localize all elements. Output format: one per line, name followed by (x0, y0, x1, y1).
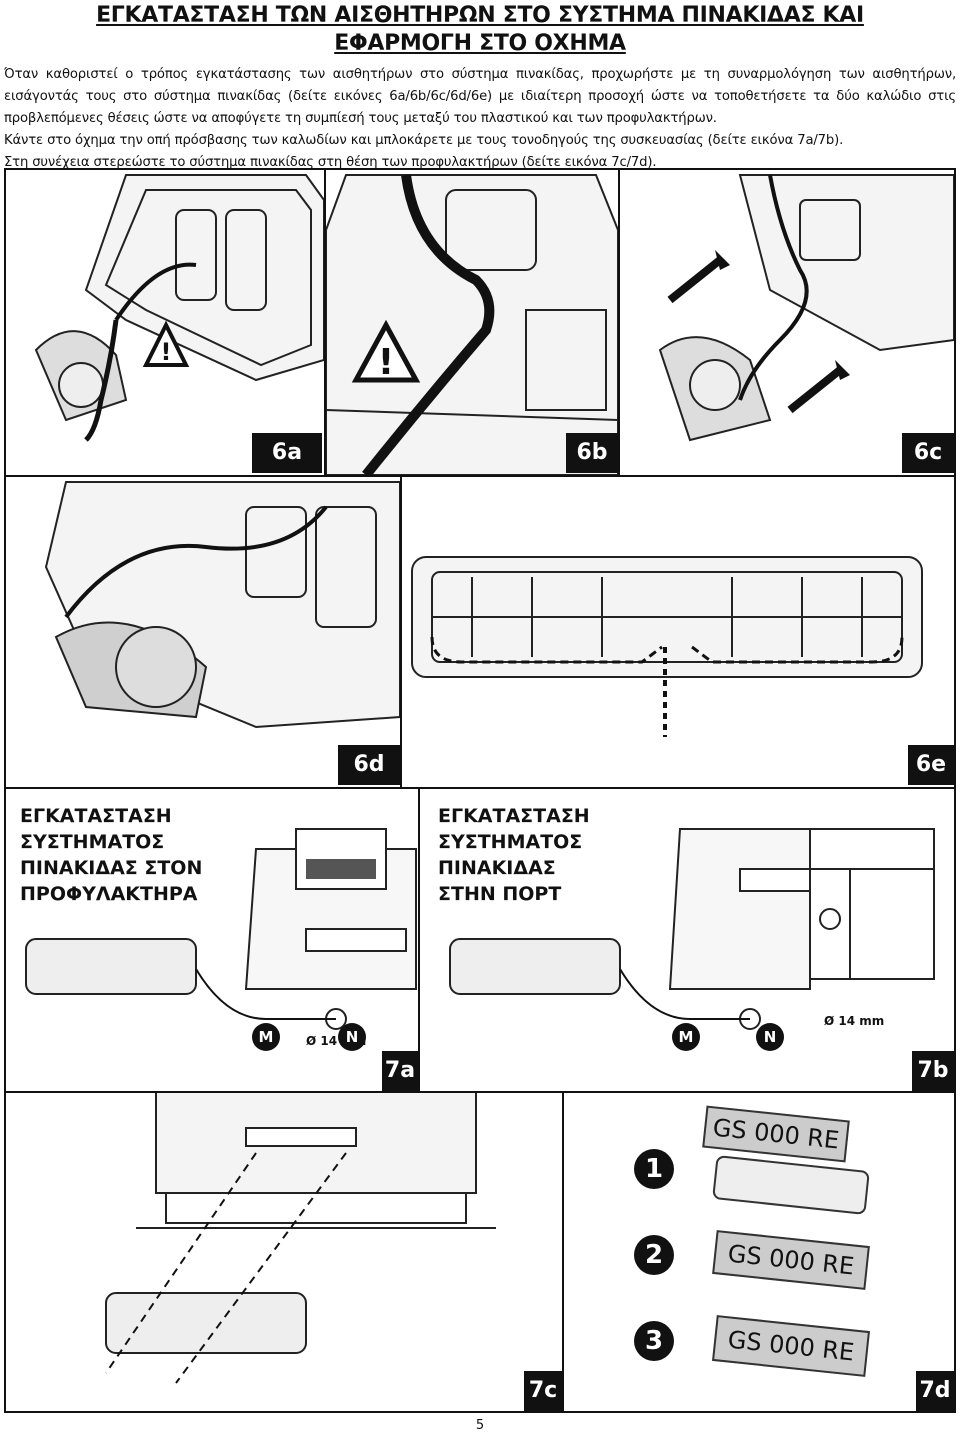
col-divider-6de (400, 477, 402, 787)
figure-label-6d: 6d (338, 745, 400, 785)
plate-1: GS 000 RE (702, 1105, 850, 1163)
bumper-mount-illustration-7c (105, 1093, 496, 1384)
svg-text:!: ! (378, 342, 394, 383)
col-divider-7ab (418, 789, 420, 1091)
figure-7d: 1 2 3 GS 000 RE GS 000 RE GS 000 RE 7d (564, 1093, 954, 1413)
col-divider-6ab (324, 170, 326, 475)
plate-3-text: GS 000 RE (726, 1325, 856, 1367)
col-divider-7cd (562, 1093, 564, 1413)
row-divider-1 (6, 475, 954, 477)
sensor-clip-illustration-6c (658, 174, 954, 442)
figure-6b: ! 6b (326, 170, 618, 475)
figure-label-7d: 7d (916, 1371, 954, 1411)
figure-label-6e: 6e (908, 745, 954, 785)
sensor-cable-illustration-6b: ! (326, 174, 618, 475)
page-number: 5 (475, 1418, 485, 1433)
plate-1-text: GS 000 RE (711, 1113, 841, 1155)
title-line-2: ΕΦΑΡΜΟΓΗ ΣΤΟ ΟΧΗΜΑ (334, 31, 626, 56)
connector-m-7b: M (672, 1023, 700, 1051)
figure-label-7a: 7a (382, 1051, 418, 1091)
bumper-install-illustration (25, 828, 417, 1030)
heading-line: ΣΥΣΤΗΜΑΤΟΣ (438, 831, 583, 853)
page-title: ΕΓΚΑΤΑΣΤΑΣΗ ΤΩΝ ΑΙΣΘΗΤΗΡΩΝ ΣΤΟ ΣΥΣΤΗΜΑ Π… (0, 2, 960, 58)
heading-line: ΣΤΗΝ ΠΟΡΤ (438, 883, 562, 905)
intro-paragraph-3: Στη συνέχεια στερεώστε το σύστημα πινακί… (4, 155, 657, 170)
figure-label-7b: 7b (912, 1051, 954, 1091)
plate-2: GS 000 RE (712, 1230, 870, 1290)
heading-line: ΣΥΣΤΗΜΑΤΟΣ (20, 831, 165, 853)
install-bumper-heading: ΕΓΚΑΤΑΣΤΑΣΗ ΣΥΣΤΗΜΑΤΟΣ ΠΙΝΑΚΙΔΑΣ ΣΤΟΝ ΠΡ… (20, 803, 202, 907)
svg-text:!: ! (161, 338, 172, 366)
intro-paragraph-2: Κάντε στο όχημα την οπή πρόσβασης των κα… (4, 133, 844, 148)
plate-3: GS 000 RE (712, 1315, 870, 1377)
door-install-illustration (449, 828, 935, 1030)
sensor-bracket-illustration-6a: ! (34, 174, 324, 442)
drill-size-label-7b: Ø 14 mm (824, 1014, 885, 1028)
row-divider-2 (6, 787, 954, 789)
title-line-1: ΕΓΚΑΤΑΣΤΑΣΗ ΤΩΝ ΑΙΣΘΗΤΗΡΩΝ ΣΤΟ ΣΥΣΤΗΜΑ Π… (96, 3, 864, 28)
connector-m-7a: M (252, 1023, 280, 1051)
step-2-marker: 2 (634, 1235, 674, 1275)
figure-grid: ! 6a ! 6b (4, 168, 956, 1413)
col-divider-6bc (618, 170, 620, 475)
intro-text: Όταν καθοριστεί ο τρόπος εγκατάστασης τω… (4, 64, 956, 174)
figure-6d: 6d (6, 477, 400, 787)
plate-holder-illustration-6e (411, 556, 923, 737)
figure-6a: ! 6a (6, 170, 324, 475)
step-1-marker: 1 (634, 1149, 674, 1189)
figure-label-7c: 7c (524, 1371, 562, 1411)
heading-line: ΠΙΝΑΚΙΔΑΣ ΣΤΟΝ (20, 857, 203, 879)
intro-paragraph-1: Όταν καθοριστεί ο τρόπος εγκατάστασης τω… (4, 67, 956, 126)
install-door-heading: ΕΓΚΑΤΑΣΤΑΣΗ ΣΥΣΤΗΜΑΤΟΣ ΠΙΝΑΚΙΔΑΣ ΣΤΗΝ ΠΟ… (438, 803, 590, 907)
row-divider-3 (6, 1091, 954, 1093)
figure-label-6b: 6b (566, 433, 618, 473)
figure-label-6a: 6a (252, 433, 322, 473)
connector-n-7a: N (338, 1023, 366, 1051)
heading-line: ΕΓΚΑΤΑΣΤΑΣΗ (438, 805, 590, 827)
figure-6c: 6c (620, 170, 954, 475)
heading-line: ΠΙΝΑΚΙΔΑΣ (438, 857, 556, 879)
figure-7a: ΕΓΚΑΤΑΣΤΑΣΗ ΣΥΣΤΗΜΑΤΟΣ ΠΙΝΑΚΙΔΑΣ ΣΤΟΝ ΠΡ… (6, 789, 418, 1091)
plate-2-text: GS 000 RE (726, 1239, 856, 1281)
sensor-plate-illustration-6d (44, 481, 400, 729)
figure-7b: ΕΓΚΑΤΑΣΤΑΣΗ ΣΥΣΤΗΜΑΤΟΣ ΠΙΝΑΚΙΔΑΣ ΣΤΗΝ ΠΟ… (420, 789, 954, 1091)
heading-line: ΠΡΟΦΥΛΑΚΤΗΡΑ (20, 883, 198, 905)
step-3-marker: 3 (634, 1321, 674, 1361)
figure-7c: 7c (6, 1093, 562, 1413)
heading-line: ΕΓΚΑΤΑΣΤΑΣΗ (20, 805, 172, 827)
figure-6e: 6e (402, 477, 954, 787)
holder-1 (712, 1155, 870, 1215)
figure-label-6c: 6c (902, 433, 954, 473)
connector-n-7b: N (756, 1023, 784, 1051)
